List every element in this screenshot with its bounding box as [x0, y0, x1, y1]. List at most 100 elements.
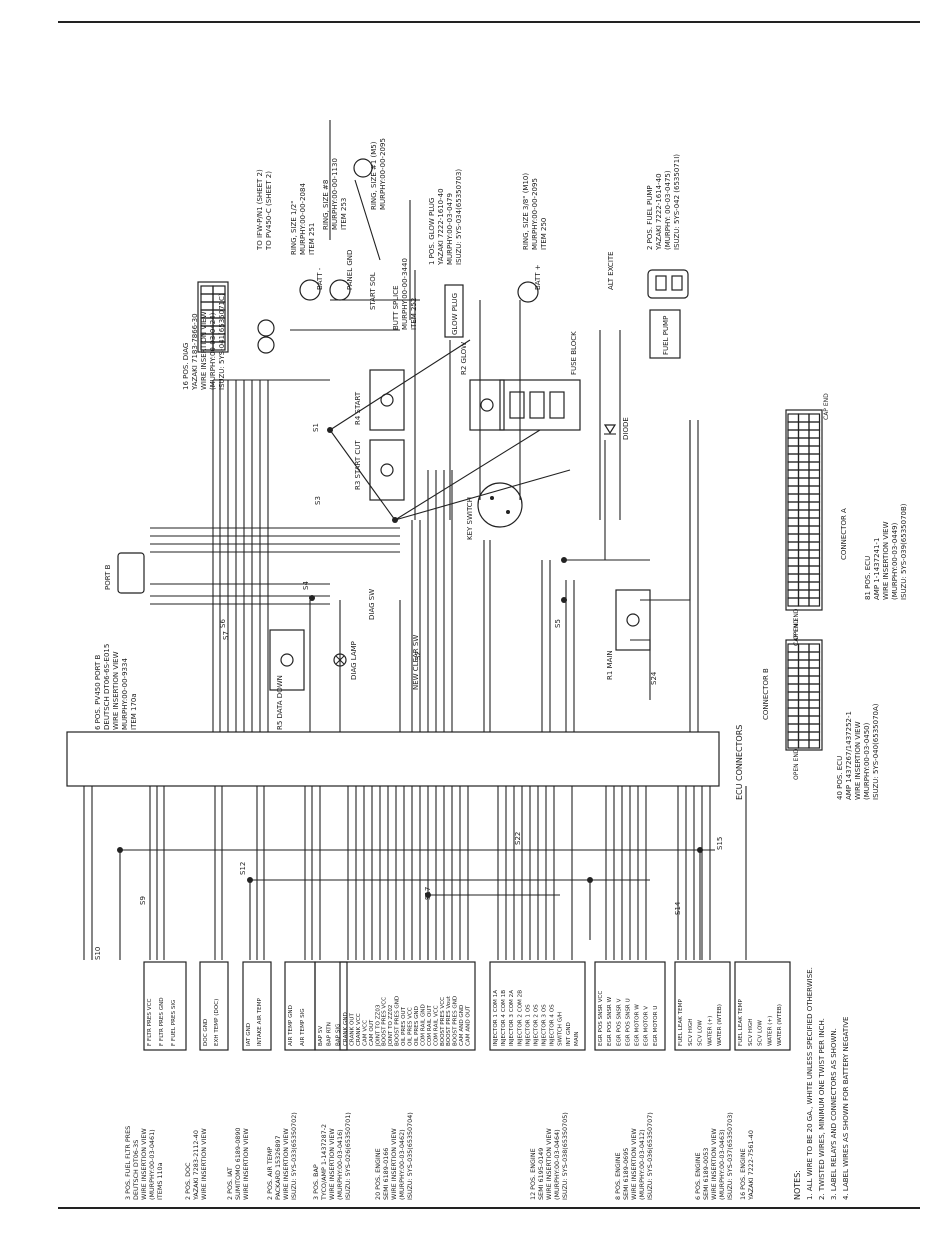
pin-cell — [808, 421, 821, 431]
pin-cell — [808, 413, 821, 423]
pin-cell — [797, 597, 810, 607]
doc-desc-line: YAZAKI 7283-2112-40 — [192, 1130, 200, 1201]
fuse-block — [499, 379, 581, 431]
pin-cell — [787, 581, 800, 591]
diag-lamp — [333, 653, 347, 667]
connector-b-desc-4: (MURPHY:00-03-0450) — [863, 722, 871, 800]
engine-8-desc-line: WIRE INSERTION VIEW — [630, 1128, 638, 1200]
pin-cell — [787, 501, 800, 511]
pin-cell — [808, 573, 821, 583]
pin-cell — [808, 691, 821, 701]
pin-cell — [787, 557, 800, 567]
pin-cell — [808, 581, 821, 591]
diag-connector — [197, 281, 229, 353]
pin-cell — [797, 573, 810, 583]
pin-cell — [797, 731, 810, 741]
fuse-block-label: FUSE BLOCK — [570, 331, 578, 375]
r5-label: R5 DATA DOWN — [276, 675, 284, 730]
pin-cell — [808, 445, 821, 455]
butt-splice-label-3: ITEM 252 — [410, 298, 418, 330]
fuel-filter-desc-line: 3 POS. FUEL FLTR PRES — [124, 1126, 132, 1200]
connector-b-desc-3: WIRE INSERTION VIEW — [854, 721, 862, 800]
pin-cell — [787, 723, 800, 733]
pin-cell — [808, 493, 821, 503]
engine-6-desc-line: SEMI 6189-0053 — [702, 1148, 710, 1200]
engine-6-pin-label: WATER (WTEB) — [717, 1004, 723, 1046]
notes-title: NOTES: — [793, 1170, 802, 1200]
engine-8-desc-line: (MURPHY:00-03-0412) — [638, 1129, 646, 1200]
notes-block: NOTES: 1. ALL WIRE TO BE 20 GA., WHITE U… — [793, 967, 850, 1200]
alt-excite-label: ALT EXCITE — [607, 251, 615, 290]
pin-cell — [808, 501, 821, 511]
pin-cell — [787, 533, 800, 543]
engine-20-desc-line: WIRE INSERTION VIEW — [390, 1128, 398, 1200]
engine-8-pin-label: EGR POS SNSR W — [607, 996, 613, 1046]
fuel-pump-label-1: 2 POS. FUEL PUMP — [646, 185, 654, 250]
panel-gnd-label: PANEL GND — [346, 250, 354, 290]
pin-cell — [797, 683, 810, 693]
diag-label-4: (MURPHY:00-03-0424) — [209, 312, 217, 390]
connector-a-grid — [785, 409, 823, 611]
to-ifw-label-2: TO PV450-C (SHEET 2) — [265, 171, 273, 251]
pin-cell — [797, 557, 810, 567]
engine-20-pin-label: CAM AND OUT — [466, 1005, 472, 1046]
pin-cell — [797, 549, 810, 559]
splice-label: S17 — [424, 887, 432, 900]
pin-cell — [808, 557, 821, 567]
fuel-filter-box — [143, 961, 187, 1051]
pin-cell — [797, 461, 810, 471]
ecu-connector-bar — [66, 731, 720, 787]
pin-cell — [808, 549, 821, 559]
iat-desc-line: SUMITOMO 6189-0890 — [234, 1128, 242, 1200]
pin-cell — [787, 541, 800, 551]
fuel-filter-pin-label: F FUEL PRES SIG — [171, 1000, 177, 1046]
pin-cell — [808, 651, 821, 661]
pin-cell — [797, 493, 810, 503]
connector-a-cap-end: CAP END — [823, 393, 830, 420]
pin-cell — [797, 517, 810, 527]
pin-cell — [787, 477, 800, 487]
engine-12-pin-label: INJECTOR 4 COM 1B — [501, 990, 507, 1046]
engine-20-pin-label: COM RAIL VCC — [433, 1005, 439, 1046]
engine-8-pin-label: EGR MOTOR V — [644, 1006, 650, 1046]
pin-cell — [808, 477, 821, 487]
engine-20-desc-line: ISUZU: 5YS-035(65350704) — [406, 1112, 414, 1200]
pin-cell — [797, 413, 810, 423]
pin-cell — [797, 565, 810, 575]
pin-cell — [808, 597, 821, 607]
pin-cell — [787, 675, 800, 685]
engine-20-pin-label: COM RAIL GND — [420, 1004, 426, 1046]
pin-cell — [797, 659, 810, 669]
iat-pin-label: INTAKE AIR TEMP — [257, 997, 263, 1046]
pin-cell — [808, 739, 821, 749]
pin-cell — [808, 461, 821, 471]
air-temp-pin-label: AIR TEMP SIG — [300, 1008, 306, 1046]
engine-20-pin-label: CRANK VCC — [356, 1013, 362, 1046]
pin-cell — [797, 477, 810, 487]
ring-8-label-2: MURPHY:00-00-1130 — [331, 158, 339, 230]
splice-label: S9 — [139, 896, 147, 905]
connector-a-desc-3: WIRE INSERTION VIEW — [882, 521, 890, 600]
batt-pos-label: BATT + — [534, 264, 542, 290]
engine-12-pin-label: INJECTOR 2 OS — [533, 1004, 539, 1046]
engine-6-pin-label: SCV HIGH — [688, 1019, 694, 1046]
ring-38-label: RING, SIZE 3/8" (M10) MURPHY:00-00-2095 … — [522, 173, 548, 250]
engine-8-pin-label: EGR POS SNSR VCC — [598, 991, 604, 1046]
air-temp-desc-line: ISUZU: 5YS-033(65350702) — [290, 1112, 298, 1200]
engine-8-pin-label: EGR MOTOR W — [635, 1004, 641, 1046]
pin-cell — [787, 429, 800, 439]
pin-cell — [787, 715, 800, 725]
pin-cell — [797, 699, 810, 709]
wire-harness — [83, 120, 747, 960]
engine-16-desc-line: 16 POS. ENGINE — [739, 1148, 747, 1200]
engine-8-desc-line: SEMI 6189-0695 — [622, 1148, 630, 1200]
port-b-connector — [117, 552, 145, 594]
splice-label: S7 — [222, 631, 230, 640]
pin-cell — [808, 525, 821, 535]
connector-a-desc-5: ISUZU: 5YS-039(6535070B) — [900, 503, 908, 600]
engine-20-pin-label: CRANK GND — [343, 1012, 349, 1046]
